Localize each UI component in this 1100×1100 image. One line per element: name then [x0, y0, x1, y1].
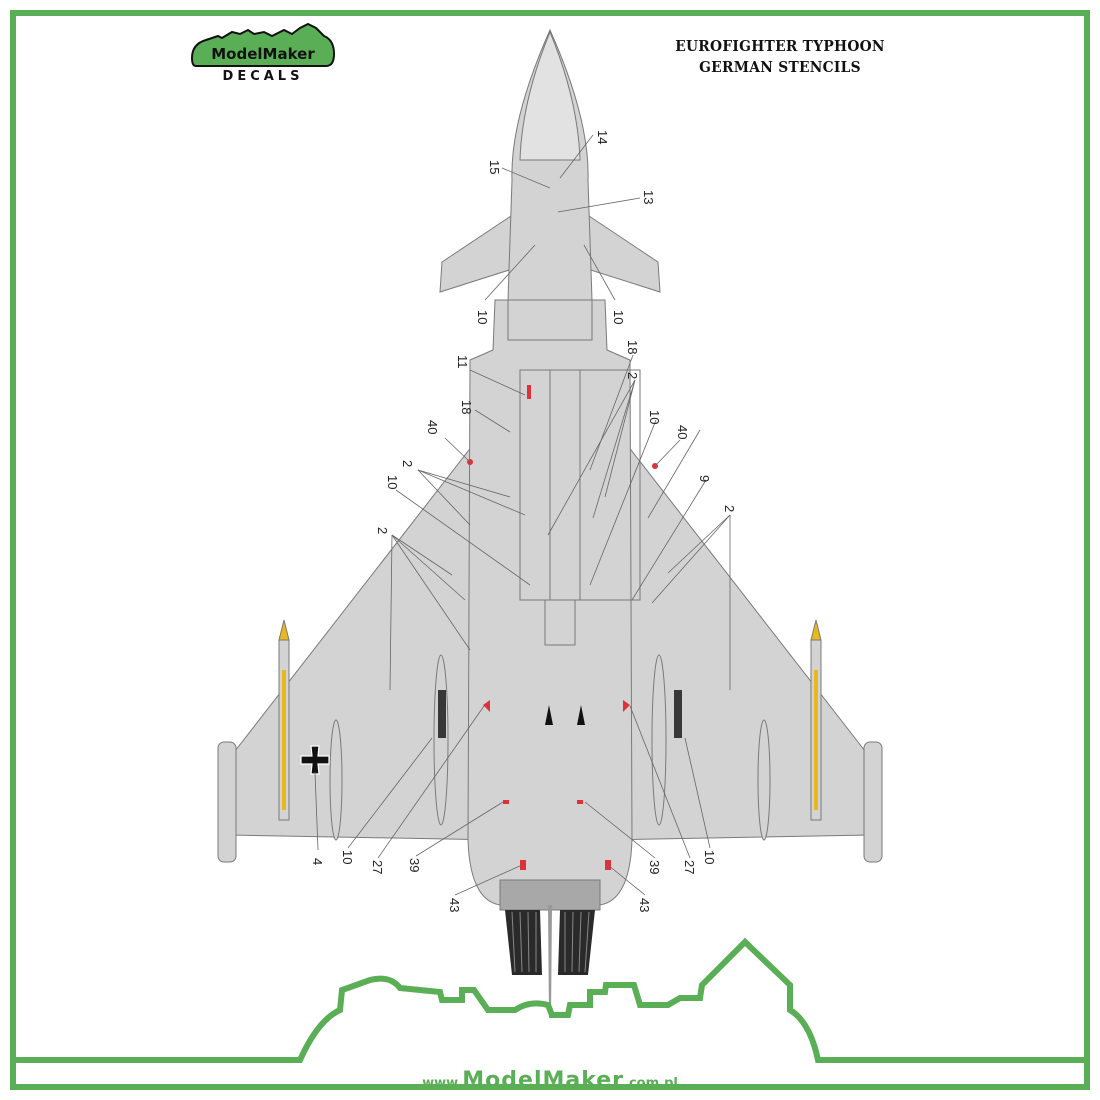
callout-40: 40	[675, 425, 690, 439]
callout-43: 43	[637, 898, 652, 912]
svg-text:ModelMaker: ModelMaker	[211, 45, 315, 63]
left-missile	[278, 619, 290, 821]
right-missile	[810, 619, 822, 821]
callout-43: 43	[447, 898, 462, 912]
callout-9: 9	[697, 475, 712, 482]
callout-11: 11	[455, 355, 470, 369]
callout-2: 2	[625, 372, 640, 379]
callout-10: 10	[647, 410, 662, 424]
svg-text:DECALS: DECALS	[223, 69, 304, 84]
right-inner-tank	[651, 654, 667, 826]
tail-probe	[548, 905, 552, 1018]
callout-14: 14	[595, 130, 610, 144]
website-url[interactable]: www.ModelMaker.com.pl	[422, 1068, 678, 1093]
callout-10: 10	[340, 850, 355, 864]
leader-lines	[314, 134, 731, 896]
callout-27: 27	[682, 860, 697, 874]
callout-10: 10	[385, 475, 400, 489]
left-inner-tank	[433, 654, 449, 826]
title-line-1: EUROFIGHTER TYPHOON	[675, 37, 885, 55]
callout-4: 4	[310, 858, 325, 865]
callout-39: 39	[647, 860, 662, 874]
right-wing	[599, 408, 873, 841]
callout-10: 10	[475, 310, 490, 324]
callout-13: 13	[641, 190, 656, 204]
callout-10: 10	[702, 850, 717, 864]
callout-18: 18	[625, 340, 640, 354]
radome	[519, 30, 581, 161]
engine-nozzles	[505, 905, 595, 1018]
left-wing	[227, 408, 501, 841]
left-wingtip-pod	[217, 741, 237, 863]
right-outer-tank	[757, 719, 771, 841]
logo-badge-icon: ModelMaker DECALS	[190, 22, 336, 84]
callout-2: 2	[375, 527, 390, 534]
callout-39: 39	[407, 858, 422, 872]
title-line-2: GERMAN STENCILS	[699, 58, 861, 76]
left-outer-tank	[329, 719, 343, 841]
center-panel	[544, 599, 576, 646]
callout-15: 15	[487, 160, 502, 174]
callout-2: 2	[400, 460, 415, 467]
dot-panels	[438, 690, 682, 738]
callout-27: 27	[370, 860, 385, 874]
callout-40: 40	[425, 420, 440, 434]
iron-cross-marking	[300, 745, 330, 775]
callout-10: 10	[611, 310, 626, 324]
modelmaker-logo: ModelMaker DECALS	[188, 22, 338, 86]
page-title: EUROFIGHTER TYPHOON GERMAN STENCILS	[655, 36, 905, 78]
intake-box	[507, 299, 593, 341]
sheet-border	[10, 10, 1090, 1090]
footer-skyline	[10, 937, 1088, 1063]
right-wingtip-pod	[863, 741, 883, 863]
callout-2: 2	[722, 505, 737, 512]
callout-18: 18	[459, 400, 474, 414]
callout-numbers: 14 15 13 10 10 11 18 18 40 40 2 10 2 2 1…	[310, 130, 737, 912]
